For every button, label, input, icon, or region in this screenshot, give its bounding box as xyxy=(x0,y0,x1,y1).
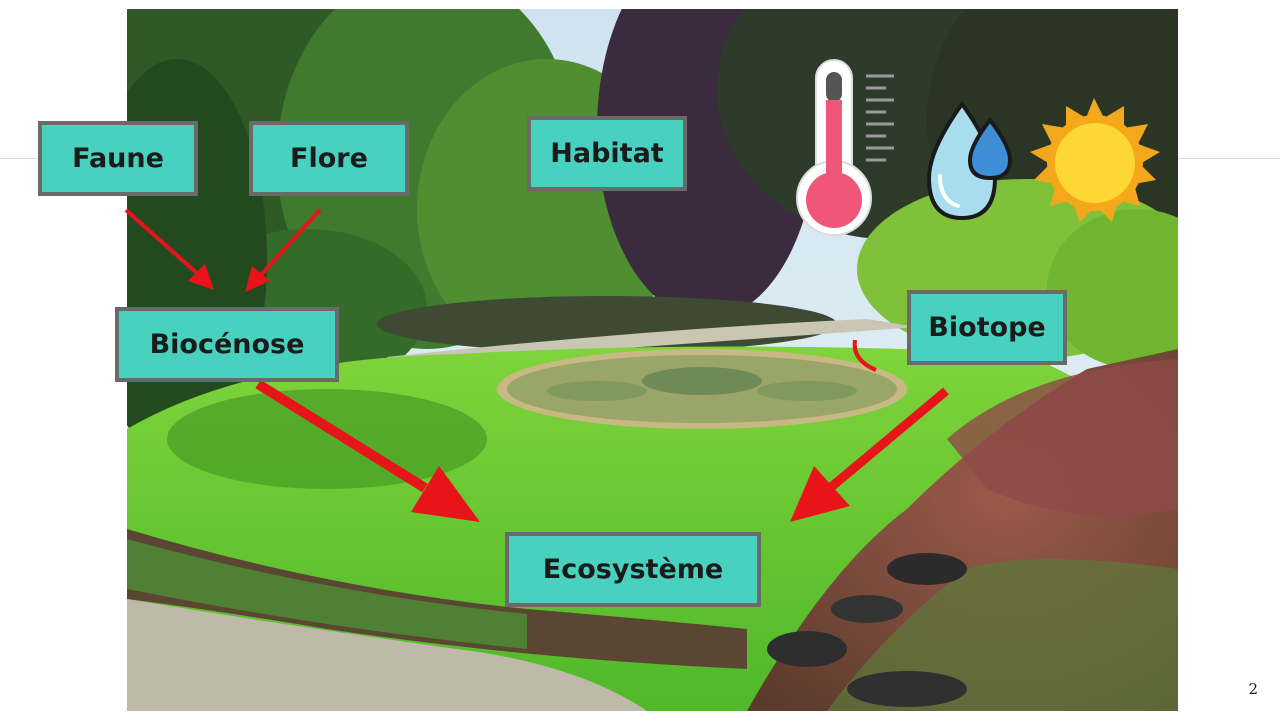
label-ecosysteme: Ecosystème xyxy=(505,532,761,607)
slide-number: 2 xyxy=(1248,680,1258,698)
label-habitat-text: Habitat xyxy=(550,138,664,169)
arrow-biotope-to-ecosysteme xyxy=(790,387,949,522)
water-drops-icon xyxy=(926,100,1013,221)
label-biotope-text: Biotope xyxy=(928,312,1046,343)
label-biocenose-text: Biocénose xyxy=(149,329,305,360)
label-flore: Flore xyxy=(249,121,409,196)
label-ecosysteme-text: Ecosystème xyxy=(542,554,724,585)
thermometer-icon xyxy=(796,59,894,236)
arrow-biocenose-to-ecosysteme xyxy=(255,379,480,522)
label-biocenose: Biocénose xyxy=(115,307,339,382)
label-biotope: Biotope xyxy=(907,290,1067,365)
label-faune-text: Faune xyxy=(72,143,164,174)
label-flore-text: Flore xyxy=(290,143,368,174)
label-habitat: Habitat xyxy=(527,116,687,191)
biotope-red-mark xyxy=(852,339,877,372)
arrow-faune-to-biocenose xyxy=(124,208,214,290)
arrow-flore-to-biocenose xyxy=(245,208,322,292)
label-faune: Faune xyxy=(38,121,198,196)
sun-icon xyxy=(1030,98,1160,222)
